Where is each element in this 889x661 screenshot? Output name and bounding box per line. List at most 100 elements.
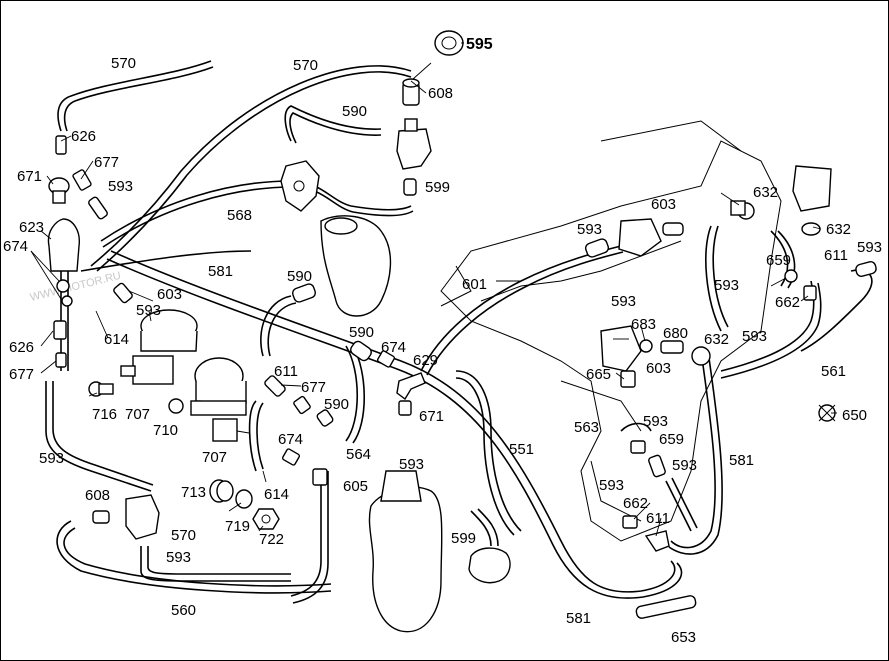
callout-671: 671 (419, 408, 444, 425)
washers-713-icon (209, 479, 234, 503)
callout-560: 560 (171, 602, 196, 619)
callout-611: 611 (646, 510, 670, 527)
callout-653: 653 (671, 629, 696, 646)
washer-683-icon (639, 339, 653, 353)
filter-599b-icon (468, 547, 511, 584)
cap-595-icon (434, 30, 464, 56)
connector-674d-icon (281, 448, 301, 466)
hose-piece-593i-icon (855, 261, 877, 277)
callout-716: 716 (92, 406, 117, 423)
check-valve-671-icon (48, 177, 70, 204)
callout-593: 593 (577, 221, 602, 238)
hose-piece-611-icon (264, 375, 286, 397)
callout-626: 626 (71, 128, 96, 145)
callout-601: 601 (462, 276, 487, 293)
callout-590: 590 (287, 268, 312, 285)
junction-659-icon (784, 269, 798, 283)
callout-593: 593 (714, 277, 739, 294)
callout-722: 722 (259, 531, 284, 548)
fitting-680-icon (660, 340, 684, 354)
callout-599: 599 (451, 530, 476, 547)
callout-570: 570 (171, 527, 196, 544)
leader-lines (30, 42, 837, 537)
callout-593: 593 (108, 178, 133, 195)
tee-629-icon (396, 372, 426, 401)
callout-632: 632 (753, 184, 778, 201)
valve-603c-icon (600, 325, 642, 372)
callout-608: 608 (85, 487, 110, 504)
hose-piece-590c-icon (316, 409, 334, 427)
callout-665: 665 (586, 366, 611, 383)
callout-611: 611 (274, 363, 298, 380)
connector-626-lower-icon (53, 320, 67, 340)
callout-677: 677 (94, 154, 119, 171)
hose-piece-603-icon (662, 222, 684, 236)
filter-608b-icon (92, 510, 110, 524)
vacuum-actuator-left-icon (120, 309, 198, 385)
hose-piece-593-icon (88, 196, 108, 220)
clip-632c-icon (691, 346, 711, 366)
callout-662: 662 (623, 495, 648, 512)
hose-piece-593b-icon (113, 282, 133, 304)
filter-608-icon (402, 78, 420, 106)
connector-605-icon (312, 468, 328, 486)
callout-593: 593 (166, 549, 191, 566)
callout-590: 590 (324, 396, 349, 413)
callout-662: 662 (775, 294, 800, 311)
callout-590: 590 (349, 324, 374, 341)
connector-677c-icon (293, 395, 311, 415)
valve-570c-icon (125, 494, 160, 540)
callout-674: 674 (278, 431, 303, 448)
check-valve-671b-icon (398, 400, 412, 416)
vacuum-actuator-right-icon (190, 357, 247, 442)
callout-568: 568 (227, 207, 252, 224)
callout-674: 674 (381, 339, 406, 356)
nut-722-icon (252, 508, 280, 530)
vacuum-valve-632a-icon (730, 200, 755, 220)
vacuum-valve-center-icon (280, 160, 320, 212)
connector-626-icon (55, 135, 67, 155)
callout-561: 561 (821, 363, 846, 380)
callout-593: 593 (857, 239, 882, 256)
callout-680: 680 (663, 325, 688, 342)
callout-590: 590 (342, 103, 367, 120)
callout-593: 593 (136, 302, 161, 319)
callout-632: 632 (704, 331, 729, 348)
callout-650: 650 (842, 407, 867, 424)
connector-677-lower-icon (55, 352, 67, 368)
callout-674: 674 (3, 238, 28, 255)
callout-632: 632 (826, 221, 851, 238)
valve-top-icon (396, 118, 432, 170)
callout-608: 608 (428, 85, 453, 102)
hose-piece-659b-icon (648, 454, 666, 478)
callout-623: 623 (19, 219, 44, 236)
vacuum-reservoir-623-icon (47, 218, 80, 272)
junction-674b-icon (61, 295, 73, 307)
callout-593: 593 (599, 477, 624, 494)
callout-563: 563 (574, 419, 599, 436)
connector-674c-icon (376, 350, 396, 368)
callout-710: 710 (153, 422, 178, 439)
hose-piece-599-icon (403, 178, 417, 196)
callout-659: 659 (659, 431, 684, 448)
callout-713: 713 (181, 484, 206, 501)
callout-614: 614 (104, 331, 129, 348)
connector-662b-icon (622, 515, 638, 529)
fitting-710-icon (168, 398, 184, 414)
callout-671: 671 (17, 168, 42, 185)
callout-677: 677 (301, 379, 326, 396)
callout-719: 719 (225, 518, 250, 535)
callout-593: 593 (399, 456, 424, 473)
callout-683: 683 (631, 316, 656, 333)
callout-593: 593 (672, 457, 697, 474)
callout-595: 595 (466, 36, 493, 53)
callout-707: 707 (125, 406, 150, 423)
transmission-housing-icon (368, 470, 443, 633)
callout-581: 581 (566, 610, 591, 627)
hose-piece-593f-icon (584, 238, 610, 258)
fitting-716-icon (88, 381, 114, 397)
callout-603: 603 (651, 196, 676, 213)
callout-551: 551 (509, 441, 534, 458)
callout-593: 593 (643, 413, 668, 430)
